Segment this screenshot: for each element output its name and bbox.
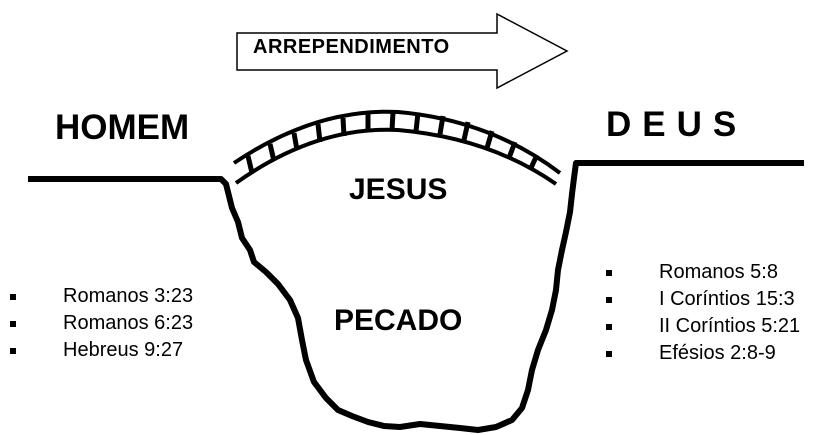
list-item: Romanos 3:23 bbox=[10, 283, 193, 310]
list-item: II Coríntios 5:21 bbox=[606, 313, 800, 340]
sin-label: PECADO bbox=[334, 304, 463, 337]
bullet-icon bbox=[10, 294, 16, 300]
reference-text: Hebreus 9:27 bbox=[63, 339, 184, 361]
bullet-icon bbox=[606, 297, 612, 303]
bullet-icon bbox=[606, 351, 612, 357]
reference-text: Efésios 2:8-9 bbox=[659, 342, 776, 364]
list-item: Romanos 6:23 bbox=[10, 310, 193, 337]
list-item: Romanos 5:8 bbox=[606, 259, 800, 286]
pit-outline bbox=[218, 160, 579, 433]
bullet-icon bbox=[10, 348, 16, 354]
reference-text: II Coríntios 5:21 bbox=[659, 315, 801, 337]
reference-text: I Coríntios 15:3 bbox=[659, 288, 795, 310]
jesus-bridge bbox=[232, 109, 562, 186]
reference-text: Romanos 3:23 bbox=[63, 285, 194, 307]
repentance-arrow bbox=[236, 12, 569, 90]
bullet-icon bbox=[606, 270, 612, 276]
reference-text: Romanos 5:8 bbox=[659, 261, 778, 283]
bullet-icon bbox=[10, 321, 16, 327]
left-reference-list: Romanos 3:23 Romanos 6:23 Hebreus 9:27 bbox=[10, 283, 193, 364]
reference-text: Romanos 6:23 bbox=[63, 312, 194, 334]
right-reference-list: Romanos 5:8 I Coríntios 15:3 II Coríntio… bbox=[606, 259, 800, 367]
god-label: DEUS bbox=[606, 105, 748, 144]
man-label: HOMEM bbox=[55, 108, 190, 147]
bridge-label: JESUS bbox=[349, 173, 448, 206]
arrow-label: ARREPENDIMENTO bbox=[253, 36, 450, 58]
list-item: Efésios 2:8-9 bbox=[606, 340, 800, 367]
list-item: Hebreus 9:27 bbox=[10, 337, 193, 364]
bullet-icon bbox=[606, 324, 612, 330]
list-item: I Coríntios 15:3 bbox=[606, 286, 800, 313]
